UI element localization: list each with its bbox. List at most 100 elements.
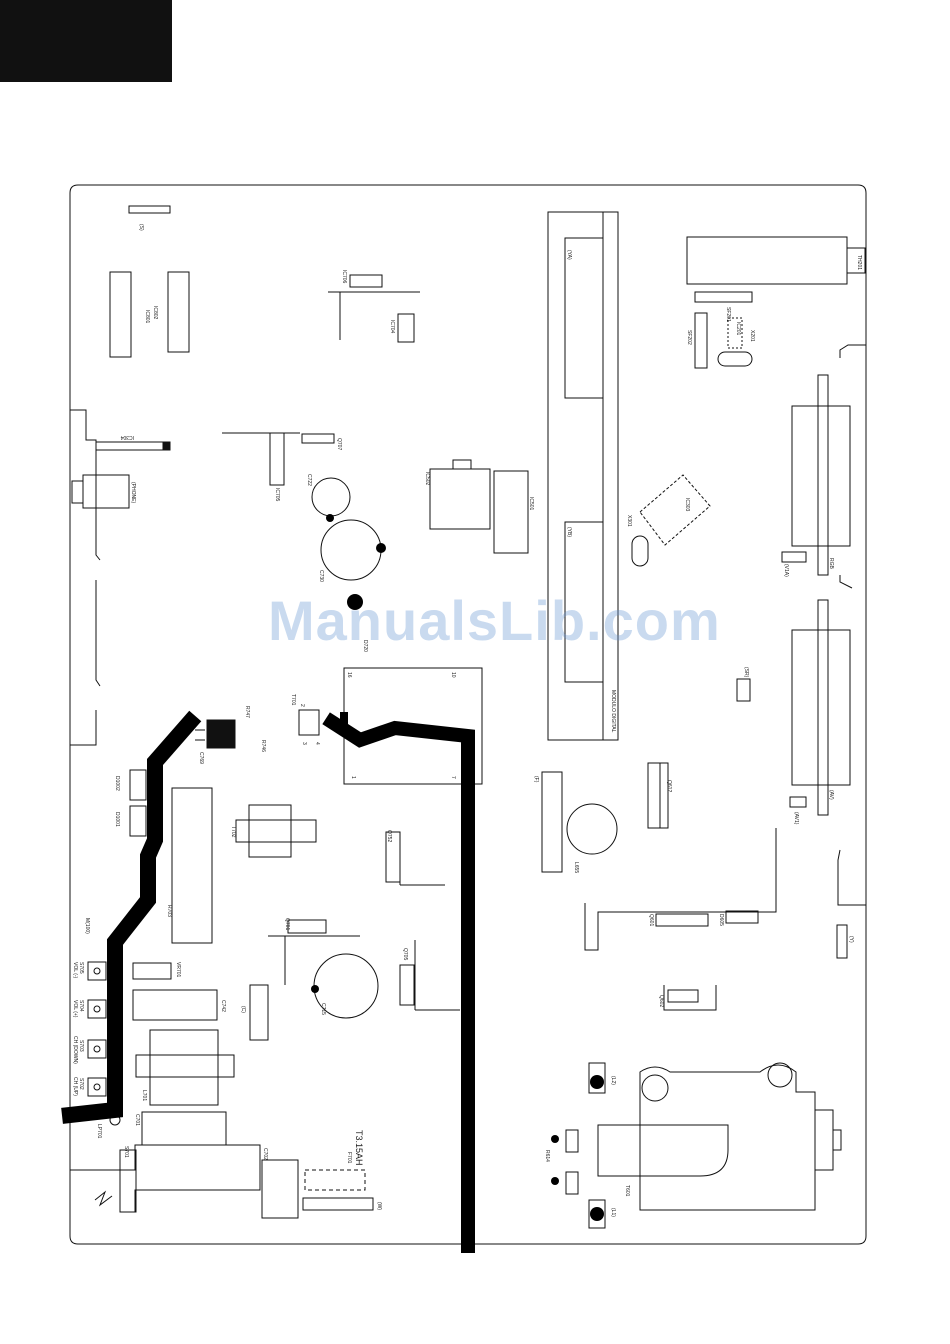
lbl-r703: R703: [166, 905, 172, 917]
t701: [298, 709, 320, 736]
lbl-r746: R746: [260, 740, 266, 752]
d720: [347, 594, 363, 610]
lbl-d605: D605: [718, 914, 724, 926]
sr-conn: [736, 678, 751, 702]
lbl-t601: T601: [624, 1185, 630, 1197]
lbl-y: (Y): [848, 936, 854, 943]
lbl-pin2: 2: [299, 704, 305, 707]
lbl-fuse: T3.15AH: [354, 1130, 364, 1166]
c722: [311, 477, 351, 517]
lbl-vol-up: VOL (+): [72, 1000, 78, 1018]
lbl-t701: T701: [290, 694, 296, 706]
lbl-s705: S705: [78, 962, 84, 974]
lbl-c701: C701: [134, 1114, 140, 1126]
x201: [717, 351, 753, 367]
lbl-l655: L655: [573, 862, 579, 873]
lbl-s701: S701: [123, 1146, 129, 1158]
vr701: [132, 962, 172, 980]
q707: [301, 433, 335, 444]
q601: [655, 913, 709, 927]
ic802: [167, 271, 190, 353]
lbl-x301: X301: [626, 515, 632, 527]
d1001: [129, 805, 147, 837]
left-bracket-3: [70, 710, 97, 746]
ic801: [109, 271, 132, 358]
q705: [399, 964, 415, 1006]
lbl-l1: (L1): [610, 1208, 616, 1217]
l655: [566, 803, 618, 855]
lbl-q612: Q612: [666, 780, 672, 792]
lbl-m100: M(100): [84, 918, 90, 934]
ic704: [397, 313, 415, 343]
left-bracket-2: [95, 580, 101, 687]
digital-module: [547, 211, 619, 741]
lbl-q601: Q601: [648, 914, 654, 926]
s702: [87, 1077, 107, 1097]
ic201: [727, 317, 743, 349]
lbl-x201: X201: [749, 330, 755, 342]
lbl-ic801: IC801: [144, 310, 150, 324]
lbl-ch-down: CH (DOWN): [72, 1036, 78, 1064]
sf201: [694, 291, 753, 303]
x301: [631, 535, 649, 567]
ya-block: [564, 237, 604, 399]
d605: [725, 910, 759, 924]
lbl-c715: C715: [320, 1003, 326, 1015]
lbl-ic304: IC304: [120, 434, 134, 440]
lbl-r747: R747: [244, 706, 250, 718]
c730: [320, 519, 382, 581]
lbl-pin16: 16: [346, 672, 352, 678]
lbl-phone: (PHONE): [130, 482, 136, 503]
lbl-s703: S703: [78, 1040, 84, 1052]
q752: [385, 831, 401, 883]
av1-conn: [789, 796, 807, 808]
comp-s: [128, 205, 171, 214]
w-conn: [302, 1197, 374, 1211]
watermark: ManualsLib.com: [268, 589, 721, 652]
lbl-pin10: 10: [450, 672, 456, 678]
lbl-s702: S702: [78, 1078, 84, 1090]
lbl-q707: Q707: [336, 438, 342, 450]
lbl-s: (S): [138, 224, 144, 231]
q701: [287, 919, 327, 934]
ic303: [639, 474, 711, 546]
q612: [647, 762, 661, 829]
ic705: [269, 432, 285, 486]
lbl-ic706: IC706: [341, 270, 347, 284]
scart-rgb: [817, 374, 829, 576]
lbl-sr: (SR): [743, 667, 749, 678]
lbl-q602: Q602: [658, 995, 664, 1007]
s704: [87, 999, 107, 1019]
right-bracket-1: [839, 344, 866, 358]
ground-trace-left: [61, 710, 202, 1124]
lbl-v1a: (V1A): [783, 564, 789, 577]
ic706: [349, 274, 383, 288]
lbl-pin3: 3: [301, 742, 307, 745]
lbl-pin1: 1: [350, 776, 356, 779]
lbl-vr701: VR701: [175, 962, 181, 978]
right-bracket-3: [837, 849, 866, 906]
lbl-l2: (L2): [610, 1076, 616, 1085]
lbl-ic201: IC201: [735, 322, 741, 336]
board-outline: [69, 184, 867, 1245]
lbl-sf201: SF201: [725, 307, 731, 322]
lbl-d1002: D1002: [114, 776, 120, 791]
f-conn: [541, 771, 563, 873]
left-bracket-1: [70, 409, 101, 561]
lbl-f701: F701: [346, 1152, 352, 1164]
lbl-d720: D720: [362, 640, 368, 652]
lbl-l701: L701: [141, 1090, 147, 1101]
c742: [132, 989, 218, 1021]
lbl-ic501: IC501: [528, 497, 534, 511]
th201: [686, 236, 848, 285]
lbl-c742: C742: [220, 1000, 226, 1012]
right-bracket-2: [839, 575, 853, 589]
y-conn: [836, 924, 848, 959]
sf202: [694, 312, 708, 369]
lbl-av1: (AV1): [793, 812, 799, 825]
s701: [119, 1149, 137, 1213]
d1002: [129, 769, 147, 801]
s703: [87, 1039, 107, 1059]
ic502: [429, 468, 491, 530]
